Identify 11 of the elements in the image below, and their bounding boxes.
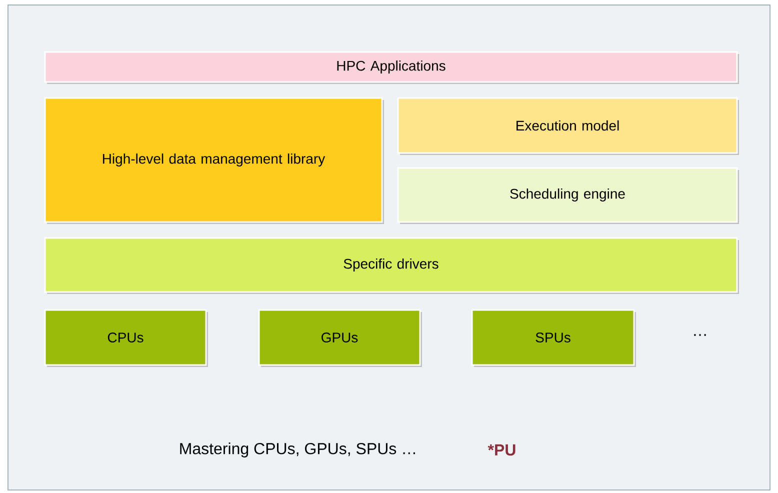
layer-box: GPUs — [258, 309, 422, 367]
caption-text: *PU — [488, 444, 516, 456]
layer-box: Scheduling engine — [397, 167, 739, 224]
layer-box: Specific drivers — [44, 237, 739, 294]
caption-text: Mastering CPUs, GPUs, SPUs … — [180, 442, 415, 458]
layer-box: HPC Applications — [44, 51, 739, 84]
layer-box: SPUs — [471, 309, 636, 367]
layer-box: Execution model — [397, 97, 739, 155]
ellipsis: … — [694, 334, 706, 336]
layer-box: CPUs — [44, 309, 208, 367]
layer-box: High-level data management library — [44, 97, 384, 224]
